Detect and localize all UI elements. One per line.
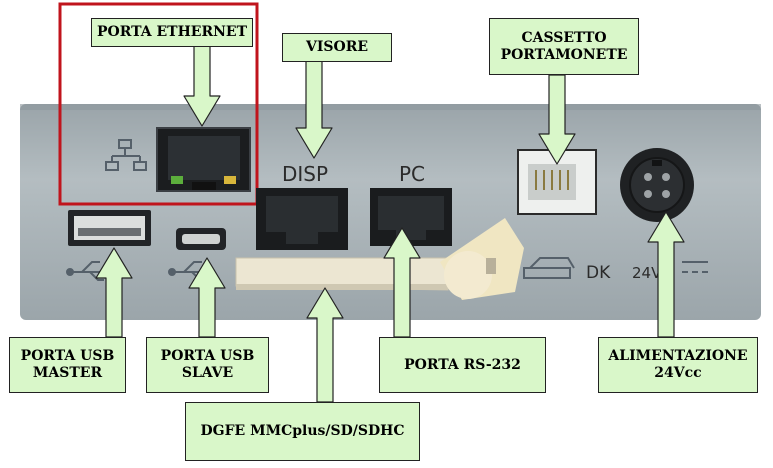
pc-port — [370, 188, 452, 246]
pc-marking: PC — [399, 162, 425, 186]
disp-marking: DISP — [282, 162, 328, 186]
arrow-usb-slave — [188, 257, 226, 338]
arrow-cassetto — [538, 74, 576, 165]
cash-drawer-icon — [523, 257, 575, 279]
usb-slave-port — [176, 228, 226, 250]
disp-port — [256, 188, 348, 250]
label-dgfe: DGFE MMCplus/SD/SDHC — [185, 402, 420, 461]
dc-power-icon — [682, 261, 708, 273]
rubber-tab — [440, 218, 524, 300]
label-visore: VISORE — [282, 33, 392, 62]
dk-marking: DK — [586, 263, 611, 283]
label-porta-usb-slave: PORTA USB SLAVE — [146, 337, 269, 393]
arrow-rs232 — [383, 227, 421, 338]
ethernet-port — [156, 127, 251, 192]
dc-power-jack — [620, 148, 694, 222]
arrow-alimentazione — [647, 211, 685, 338]
label-porta-usb-master: PORTA USB MASTER — [9, 337, 126, 393]
label-porta-ethernet: PORTA ETHERNET — [91, 18, 253, 47]
label-cassetto-portamonete: CASSETTO PORTAMONETE — [489, 18, 639, 75]
highlight-box — [58, 2, 259, 206]
usb-master-port — [68, 210, 151, 246]
label-porta-rs232: PORTA RS-232 — [379, 337, 546, 393]
arrow-ethernet — [183, 45, 221, 127]
power-marking: 24V — [632, 264, 662, 282]
network-icon — [105, 139, 147, 171]
arrow-visore — [295, 60, 333, 159]
arrow-usb-master — [95, 247, 133, 338]
arrow-dgfe — [306, 287, 344, 403]
label-alimentazione: ALIMENTAZIONE 24Vcc — [598, 337, 758, 393]
